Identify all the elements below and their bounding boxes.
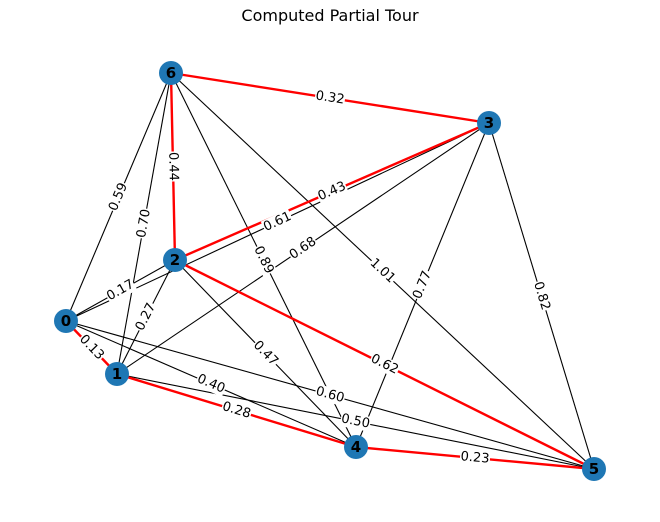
edge-weight-label: 0.62 (368, 351, 401, 377)
node-label: 4 (351, 438, 361, 456)
edge-label-bg (339, 411, 372, 432)
edge-label-bg (219, 398, 254, 423)
edge-label-bg (132, 300, 160, 334)
edge-label-bg (260, 208, 295, 236)
node-label: 6 (166, 64, 176, 82)
edge-weight-label: 0.43 (316, 179, 349, 204)
edge-weight-label: 0.23 (460, 449, 490, 467)
edge-weight-label: 0.59 (106, 181, 131, 214)
edge-label-0-3: 0.61 (260, 208, 295, 236)
edge-label-3-4: 0.77 (409, 268, 436, 302)
edge-weight-label: 0.89 (250, 244, 276, 277)
edge-label-bg (366, 255, 399, 287)
edge-label-bg (529, 279, 554, 313)
node-label: 0 (61, 312, 71, 330)
edge-label-bg (313, 383, 347, 407)
node-0: 0 (54, 309, 78, 333)
edge-label-bg (367, 351, 402, 378)
node-label: 3 (484, 114, 494, 132)
edge-label-bg (105, 180, 132, 214)
node-5: 5 (582, 457, 606, 481)
edge-label-bg (314, 88, 346, 108)
edge-weight-label: 0.77 (410, 269, 435, 301)
edge-label-bg (459, 449, 491, 467)
edge-weight-label: 0.50 (340, 411, 371, 431)
node-1: 1 (105, 362, 129, 386)
edge-label-bg (249, 337, 282, 370)
edge-label-1-2: 0.27 (132, 300, 160, 334)
edge-label-1-5: 0.50 (339, 411, 372, 432)
edge-label-bg (286, 233, 320, 264)
edge-label-bg (103, 276, 138, 305)
edge-label-6-4: 0.89 (250, 243, 277, 277)
graph-title: Computed Partial Tour (241, 6, 419, 25)
edge-label-6-2: 0.44 (165, 151, 181, 182)
node-circle (344, 435, 368, 459)
edge-labels-layer: 0.320.440.430.620.130.280.230.590.700.17… (75, 88, 554, 467)
edge-label-1-4: 0.28 (219, 398, 254, 423)
node-circle (163, 248, 187, 272)
node-circle (105, 362, 129, 386)
node-6: 6 (159, 61, 183, 85)
edge-label-2-3: 0.43 (315, 178, 349, 205)
node-circle (159, 61, 183, 85)
edge-label-2-5: 0.62 (367, 351, 402, 378)
edge-label-bg (409, 268, 436, 302)
edge-label-bg (250, 243, 277, 277)
node-label: 5 (589, 460, 599, 478)
node-circle (582, 457, 606, 481)
edge-weight-label: 0.82 (530, 280, 553, 312)
node-4: 4 (344, 435, 368, 459)
edge-label-bg (315, 178, 349, 205)
edge-weight-label: 0.60 (314, 384, 346, 406)
edge-label-6-3: 0.32 (314, 88, 346, 108)
node-2: 2 (163, 248, 187, 272)
node-circle (54, 309, 78, 333)
edge-label-bg (165, 151, 181, 182)
edge-label-4-5: 0.23 (459, 449, 491, 467)
edge-label-0-2: 0.17 (103, 276, 138, 305)
edge-weight-label: 0.61 (261, 209, 294, 235)
edge-label-bg (133, 207, 155, 240)
edge-weight-label: 0.32 (315, 88, 346, 107)
edge-label-0-6: 0.59 (105, 180, 132, 214)
edge-label-bg (194, 371, 228, 397)
edges-layer (65, 71, 595, 471)
edge-weight-label: 0.70 (134, 208, 154, 239)
edge-label-0-5: 0.60 (313, 383, 347, 407)
node-3: 3 (477, 111, 501, 135)
edge-weight-label: 0.68 (287, 234, 319, 263)
edge-weight-label: 0.44 (165, 152, 181, 181)
edge-weight-label: 0.27 (133, 301, 159, 334)
node-circle (477, 111, 501, 135)
edge-label-3-5: 0.82 (529, 279, 554, 313)
edge-label-6-5: 1.01 (366, 255, 399, 287)
edge-label-1-3: 0.68 (286, 233, 320, 264)
nodes-layer: 0 1 2 3 4 5 6 (54, 61, 606, 481)
node-label: 1 (112, 365, 122, 383)
edge-label-1-6: 0.70 (133, 207, 155, 240)
node-label: 2 (170, 251, 180, 269)
edge-weight-label: 0.28 (220, 399, 252, 422)
edge-label-bg (75, 331, 108, 364)
